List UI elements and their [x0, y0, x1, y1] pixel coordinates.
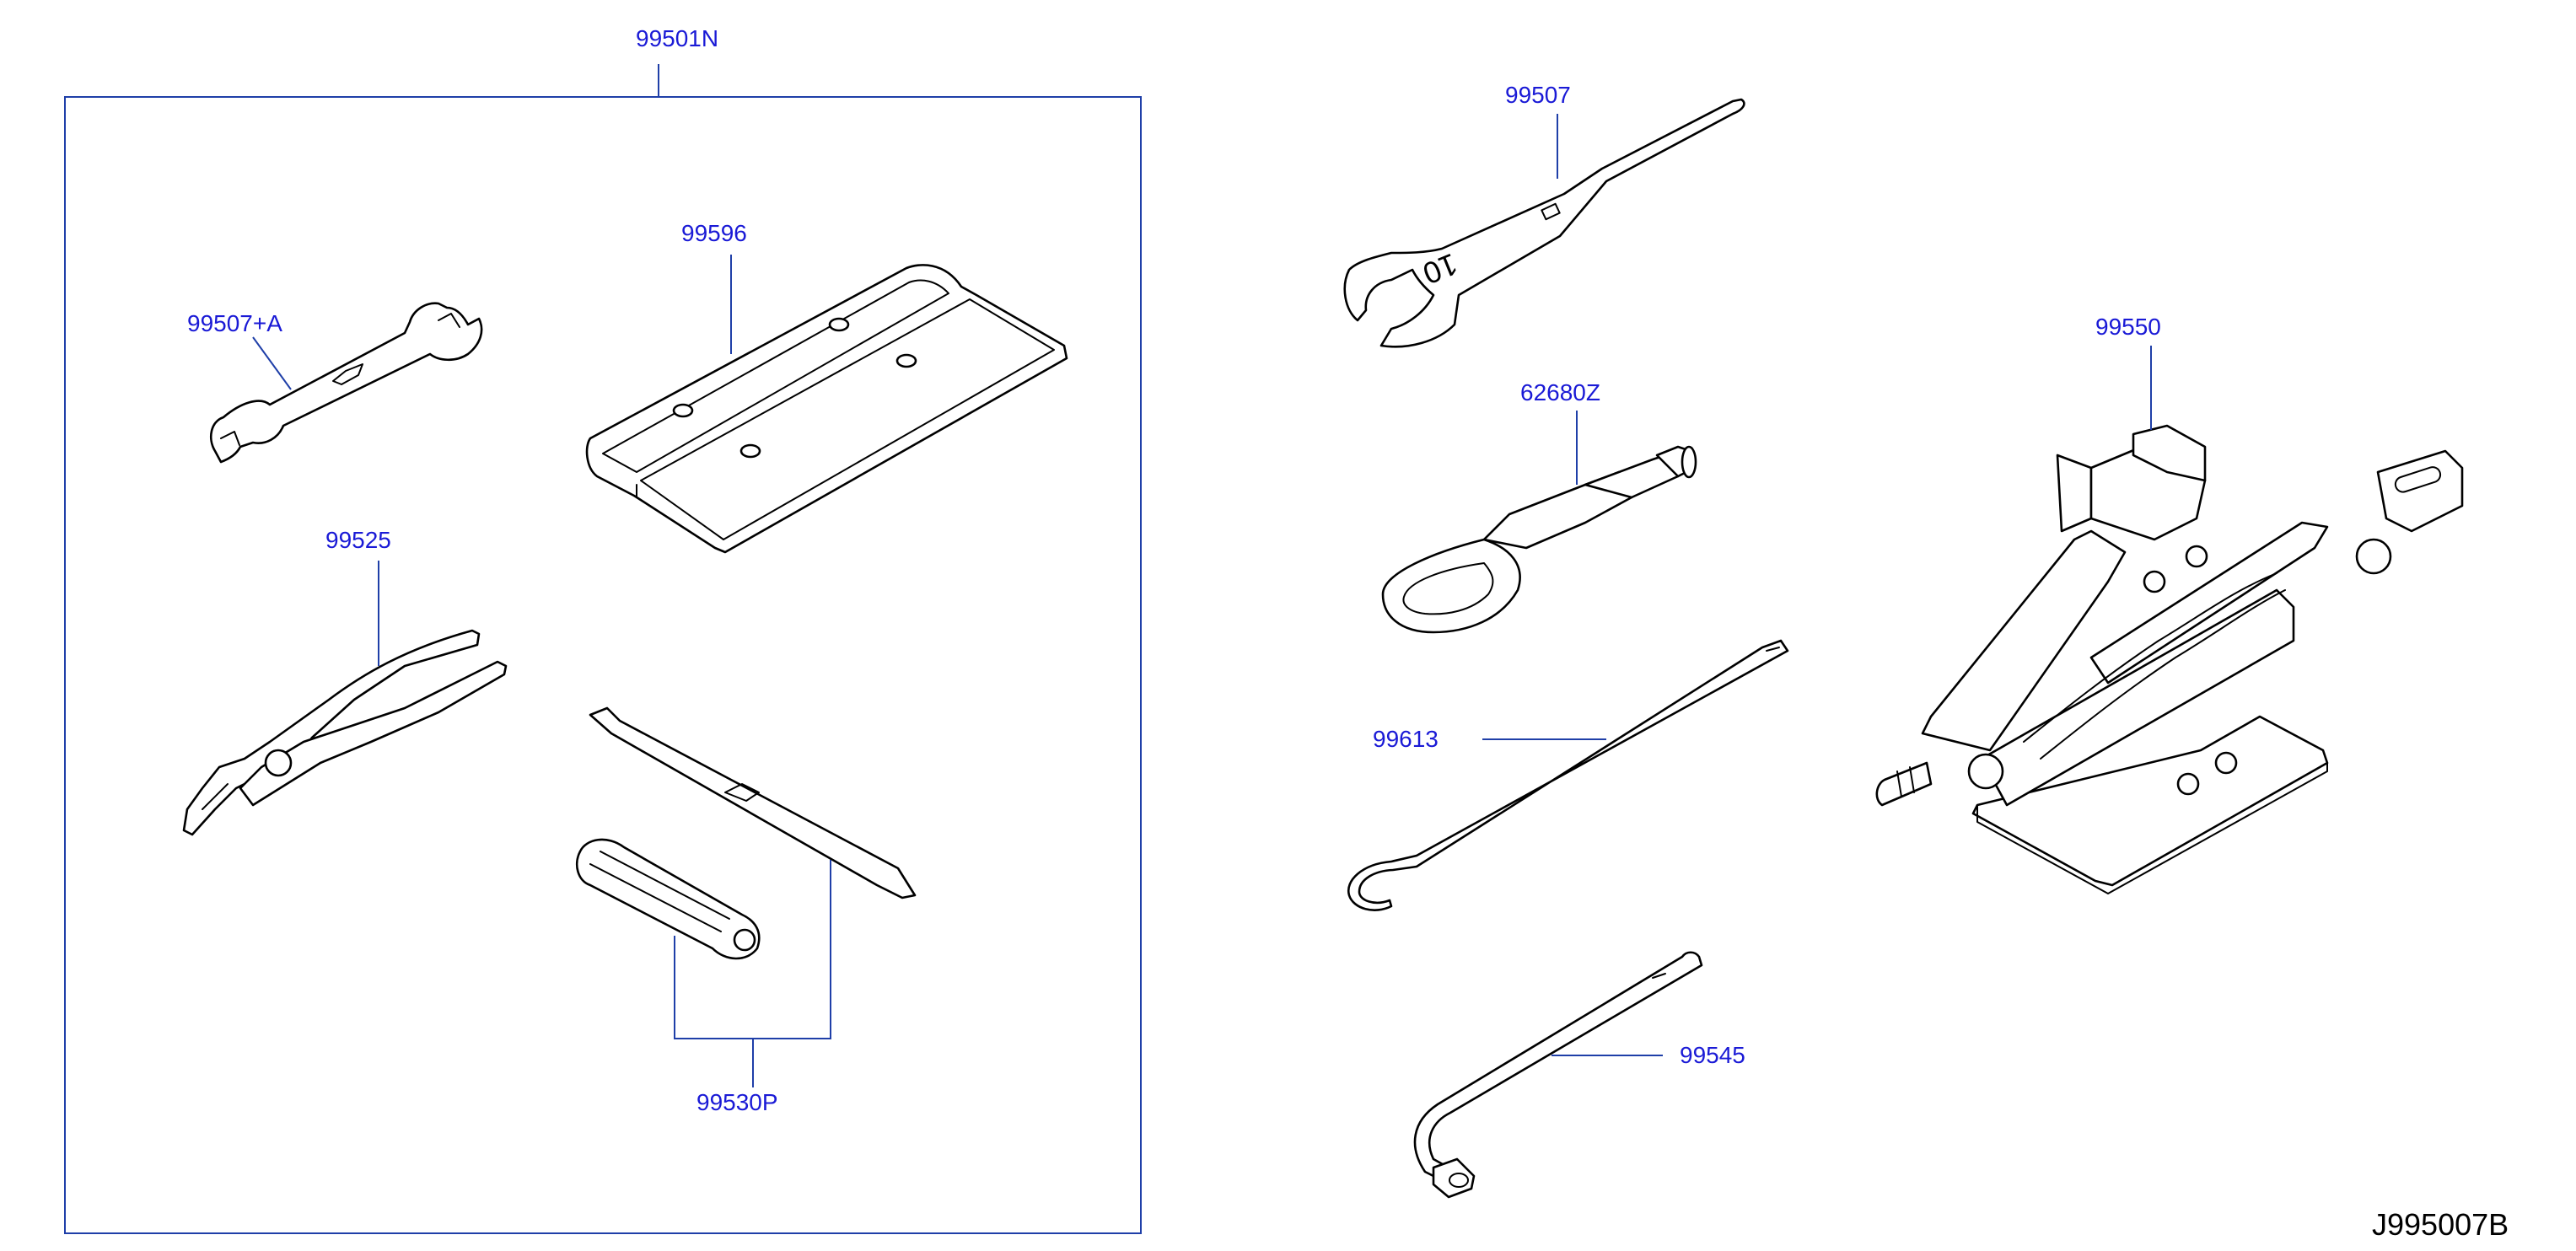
wrench-10-drawing [1343, 98, 1745, 348]
jack-drawing [1875, 424, 2464, 894]
kit-frame [64, 96, 1142, 1234]
callout-wrench-10: 99507 [1505, 82, 1571, 108]
drawing-id: J995007B [2372, 1207, 2509, 1242]
tray-drawing [585, 264, 1068, 554]
callout-lug-wrench: 99545 [1680, 1042, 1745, 1068]
callout-kit: 99501N [636, 25, 718, 51]
tow-hook-drawing [1381, 445, 1697, 634]
screwdriver-drawing [576, 706, 917, 960]
wrench-small-drawing [209, 302, 483, 464]
callout-tow-hook: 62680Z [1520, 379, 1600, 405]
callout-rod: 99613 [1373, 726, 1439, 752]
lug-wrench-drawing [1413, 951, 1703, 1199]
pliers-drawing [182, 629, 508, 836]
callout-jack: 99550 [2095, 314, 2161, 340]
callout-wrench-small: 99507+A [187, 310, 282, 336]
callout-tray: 99596 [681, 220, 747, 246]
rod-drawing [1347, 639, 1789, 911]
callout-screwdriver: 99530P [696, 1089, 778, 1115]
callout-pliers: 99525 [325, 527, 391, 553]
wrench-small-leader [252, 336, 292, 390]
